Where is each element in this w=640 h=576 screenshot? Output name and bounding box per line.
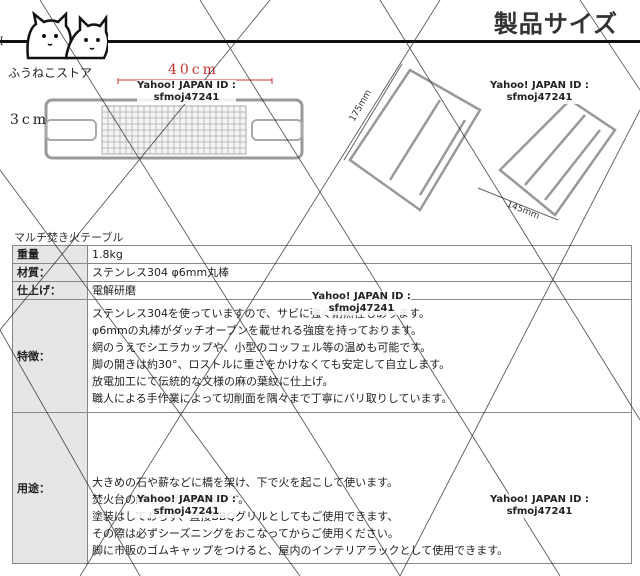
- spec-value: 1.8kg: [87, 245, 632, 264]
- side-dimension-a: 175mm: [348, 88, 374, 123]
- watermark-text: Yahoo! JAPAN ID :sfmoj47241: [490, 80, 589, 104]
- watermark-text: Yahoo! JAPAN ID :sfmoj47241: [137, 494, 236, 518]
- watermark-text: Yahoo! JAPAN ID :sfmoj47241: [490, 494, 589, 518]
- watermark-text: Yahoo! JAPAN ID :sfmoj47241: [312, 291, 411, 315]
- spec-row-material: 材質： ステンレス304 φ6mm丸棒: [12, 263, 632, 282]
- spec-label: 材質：: [12, 263, 88, 282]
- spec-label: 重量: [12, 245, 88, 264]
- spec-value: 大きめの石や薪などに橋を架け、下で火を起こして使います。 焚火台の縁にかけてもO…: [87, 412, 632, 564]
- watermark-text: Yahoo! JAPAN ID :sfmoj47241: [137, 80, 236, 104]
- spec-row-weight: 重量 1.8kg: [12, 245, 632, 264]
- side-dimension-b: 145mm: [505, 200, 541, 222]
- spec-label: 用途：: [12, 412, 88, 564]
- spec-value: ステンレス304 φ6mm丸棒: [87, 263, 632, 282]
- page-title: 製品サイズ: [493, 10, 618, 38]
- spec-label: 特徴：: [12, 299, 88, 413]
- width-dimension-label: 40cm: [168, 62, 219, 78]
- spec-row-usage: 用途： 大きめの石や薪などに橋を架け、下で火を起こして使います。 焚火台の縁にか…: [12, 412, 632, 564]
- spec-value: ステンレス304を使っていますので、サビに強く耐熱性もあります。 φ6mmの丸棒…: [87, 299, 632, 413]
- spec-caption: マルチ焚き火テーブル: [14, 231, 124, 244]
- cat-logo-icon: [26, 10, 108, 60]
- spec-label: 仕上げ：: [12, 281, 88, 300]
- spec-row-features: 特徴： ステンレス304を使っていますので、サビに強く耐熱性もあります。 φ6m…: [12, 299, 632, 413]
- height-dimension-label: 3cm: [10, 112, 50, 128]
